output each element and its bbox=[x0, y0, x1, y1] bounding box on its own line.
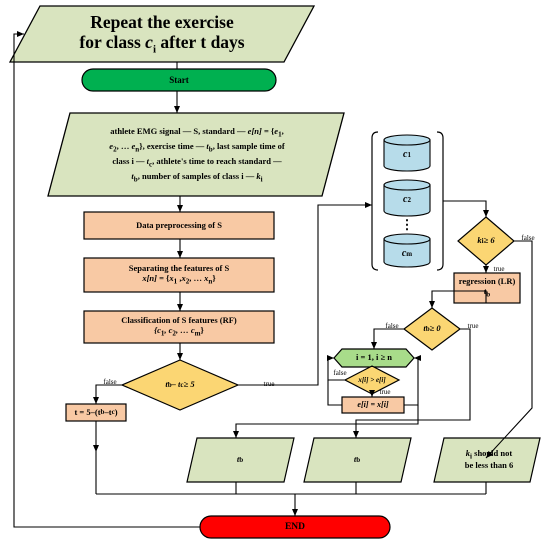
branch-true-tb-tc: true bbox=[263, 379, 275, 388]
decision-tb0-diamond bbox=[403, 307, 461, 351]
title-line-2: for class ci after t days bbox=[79, 32, 244, 56]
classify-label: Classification of S features (RF) {c1, c… bbox=[84, 311, 274, 343]
classify-box bbox=[83, 310, 275, 344]
separate-line-1: Separating the features of S bbox=[128, 263, 230, 274]
output-2-parallelogram bbox=[303, 437, 412, 483]
regression-line-2: tb bbox=[483, 285, 491, 299]
branch-false-tb0: false bbox=[385, 321, 399, 330]
db-cylinder-m bbox=[383, 233, 431, 268]
output-1-parallelogram bbox=[186, 437, 295, 483]
start-terminator bbox=[81, 68, 277, 92]
classify-line-1: Classification of S features (RF) bbox=[121, 315, 237, 326]
input-line-2: e2, … en}, exercise time — tb, last samp… bbox=[109, 141, 285, 154]
title-class-subscript: i bbox=[152, 43, 156, 56]
assign-e-label: e[i] = x[i] bbox=[357, 400, 389, 410]
input-text: athlete EMG signal — S, standard — e[n] … bbox=[64, 118, 330, 192]
db-dots: ⋮ bbox=[400, 216, 414, 232]
preprocess-label: Data preprocessing of S bbox=[136, 219, 222, 230]
loop-label: i = 1, i ≥ n bbox=[356, 352, 392, 363]
start-label: Start bbox=[169, 74, 189, 85]
decision-x-label: x[i] > e[i] bbox=[358, 375, 386, 384]
regression-box bbox=[453, 272, 521, 304]
db-left-bracket bbox=[371, 131, 379, 271]
input-parallelogram bbox=[47, 112, 345, 197]
db-right-bracket bbox=[436, 131, 444, 271]
branch-false-x: false bbox=[333, 368, 347, 377]
decision-tb-tc-diamond bbox=[120, 359, 240, 411]
db-cylinder-2 bbox=[383, 179, 431, 217]
separate-label: Separating the features of S x[n] = {x1 … bbox=[84, 258, 274, 292]
title-line-1: Repeat the exercise bbox=[90, 11, 234, 32]
db-cylinder-1 bbox=[383, 134, 431, 172]
output-3-label: ki should not be less than 6 bbox=[444, 442, 534, 478]
input-line-3: class i — tc, athlete's time to reach st… bbox=[112, 156, 282, 169]
title-text: Repeat the exercise for class ci after t… bbox=[30, 8, 294, 60]
end-label: END bbox=[284, 521, 306, 532]
branch-true-ki: true bbox=[493, 264, 505, 273]
classify-line-2: {c1, c2, … cm} bbox=[154, 324, 204, 338]
branch-false-ki: false bbox=[521, 233, 535, 242]
branch-true-x: true bbox=[379, 387, 391, 396]
regression-label: regression (LR) tb bbox=[454, 273, 520, 303]
branch-false-tb-tc: false bbox=[103, 377, 117, 386]
separate-box bbox=[83, 257, 275, 293]
preprocess-box bbox=[83, 211, 275, 240]
output-3-line-2: be less than 6 bbox=[464, 460, 514, 471]
output-3-line-1: ki should not bbox=[465, 448, 513, 461]
separate-line-2: x[n] = {x1 ,x2, … xn} bbox=[142, 272, 216, 286]
title-line-2-prefix: for class bbox=[79, 31, 146, 52]
input-line-1: athlete EMG signal — S, standard — e[n] … bbox=[110, 126, 284, 139]
title-line-2-suffix: after t days bbox=[156, 31, 245, 52]
output-3-parallelogram bbox=[433, 437, 541, 483]
input-line-4: tb, number of samples of class i — ki bbox=[131, 170, 263, 184]
connectors bbox=[13, 31, 533, 528]
regression-line-1: regression (LR) bbox=[458, 276, 516, 287]
title-class-symbol: c bbox=[145, 31, 153, 52]
branch-true-tb0: true bbox=[467, 321, 479, 330]
title-parallelogram bbox=[8, 5, 316, 63]
